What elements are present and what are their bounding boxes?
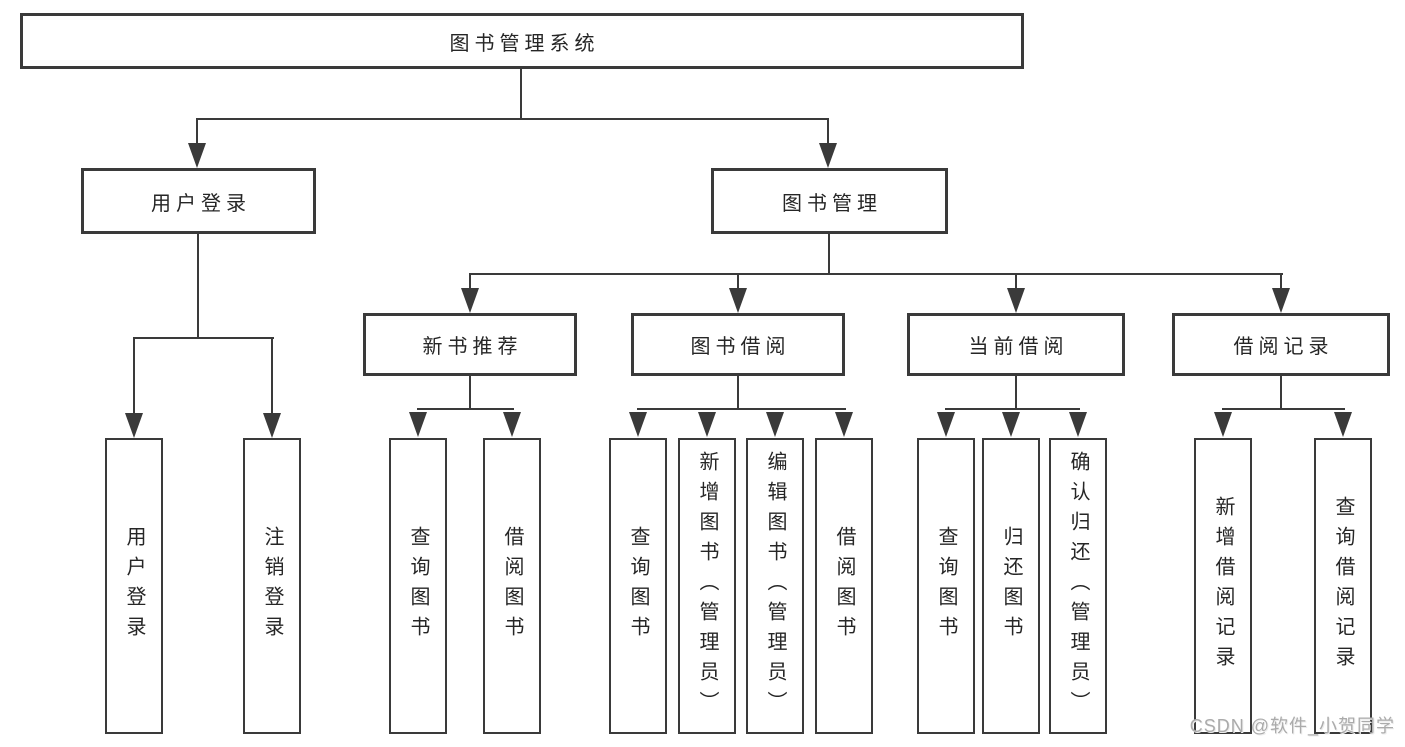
connector-v [469, 273, 471, 291]
leaf-label: 用户登录 [123, 526, 145, 646]
leaf-label: 查询借阅记录 [1332, 496, 1354, 676]
leaf-label: 借阅图书 [833, 526, 855, 646]
connector-h [196, 118, 829, 120]
node-label: 新书推荐 [422, 336, 523, 358]
arrowhead-down-icon [629, 412, 647, 437]
arrowhead-down-icon [937, 412, 955, 437]
leaf-label: 编辑图书（管理员） [764, 451, 786, 721]
arrowhead-down-icon [1214, 412, 1232, 437]
leaf-label: 借阅图书 [501, 526, 523, 646]
node-library-management-system: 图书管理系统 [20, 13, 1024, 69]
leaf-query-books-current: 查询图书 [917, 438, 975, 734]
node-label: 图书管理 [782, 192, 882, 215]
leaf-label: 归还图书 [1000, 526, 1022, 646]
node-borrowing-records: 借阅记录 [1172, 313, 1390, 376]
node-new-book-recommend: 新书推荐 [363, 313, 577, 376]
arrowhead-down-icon [409, 412, 427, 437]
arrowhead-down-icon [1069, 412, 1087, 437]
connector-h [133, 337, 274, 339]
arrowhead-down-icon [125, 413, 143, 438]
leaf-label: 查询图书 [407, 526, 429, 646]
leaf-query-books-borrowing: 查询图书 [609, 438, 667, 734]
leaf-label: 查询图书 [935, 526, 957, 646]
leaf-query-borrow-record: 查询借阅记录 [1314, 438, 1372, 734]
node-current-borrowing: 当前借阅 [907, 313, 1125, 376]
connector-h [945, 408, 1080, 410]
connector-v [197, 234, 199, 337]
node-label: 借阅记录 [1233, 336, 1334, 358]
leaf-edit-books-admin: 编辑图书（管理员） [746, 438, 804, 734]
node-label: 图书借阅 [690, 336, 791, 358]
connector-v [1280, 273, 1282, 291]
leaf-borrow-books-recommend: 借阅图书 [483, 438, 541, 734]
arrowhead-down-icon [1007, 288, 1025, 313]
arrowhead-down-icon [698, 412, 716, 437]
connector-v [828, 234, 830, 273]
arrowhead-down-icon [503, 412, 521, 437]
connector-v [737, 376, 739, 409]
node-label: 当前借阅 [968, 336, 1069, 358]
connector-v [133, 337, 135, 414]
leaf-label: 新增图书（管理员） [696, 451, 718, 721]
leaf-label: 查询图书 [627, 526, 649, 646]
leaf-confirm-return-admin: 确认归还（管理员） [1049, 438, 1107, 734]
leaf-add-borrow-record: 新增借阅记录 [1194, 438, 1252, 734]
connector-v [1015, 376, 1017, 409]
arrowhead-down-icon [1334, 412, 1352, 437]
connector-v [737, 273, 739, 291]
node-book-management: 图书管理 [711, 168, 948, 234]
leaf-label: 新增借阅记录 [1212, 496, 1234, 676]
leaf-query-books-recommend: 查询图书 [389, 438, 447, 734]
leaf-label: 注销登录 [261, 526, 283, 646]
connector-h [637, 408, 846, 410]
arrowhead-down-icon [188, 143, 206, 168]
leaf-logout: 注销登录 [243, 438, 301, 734]
arrowhead-down-icon [1002, 412, 1020, 437]
leaf-label: 确认归还（管理员） [1067, 451, 1089, 721]
arrowhead-down-icon [263, 413, 281, 438]
leaf-add-books-admin: 新增图书（管理员） [678, 438, 736, 734]
leaf-return-books: 归还图书 [982, 438, 1040, 734]
node-user-login: 用户登录 [81, 168, 316, 234]
arrowhead-down-icon [766, 412, 784, 437]
connector-v [520, 69, 522, 118]
connector-v [469, 376, 471, 409]
csdn-watermark: CSDN @软件_小贺同学 [1189, 716, 1395, 736]
node-label: 图书管理系统 [449, 32, 600, 55]
connector-v [271, 337, 273, 414]
node-label: 用户登录 [151, 192, 251, 215]
connector-v [196, 118, 198, 146]
node-book-borrowing: 图书借阅 [631, 313, 845, 376]
connector-h [1222, 408, 1345, 410]
arrowhead-down-icon [835, 412, 853, 437]
connector-v [827, 118, 829, 146]
leaf-borrow-books: 借阅图书 [815, 438, 873, 734]
connector-v [1280, 376, 1282, 409]
connector-v [1015, 273, 1017, 291]
leaf-user-login: 用户登录 [105, 438, 163, 734]
arrowhead-down-icon [1272, 288, 1290, 313]
connector-h [469, 273, 1283, 275]
arrowhead-down-icon [819, 143, 837, 168]
arrowhead-down-icon [729, 288, 747, 313]
connector-h [417, 408, 514, 410]
arrowhead-down-icon [461, 288, 479, 313]
